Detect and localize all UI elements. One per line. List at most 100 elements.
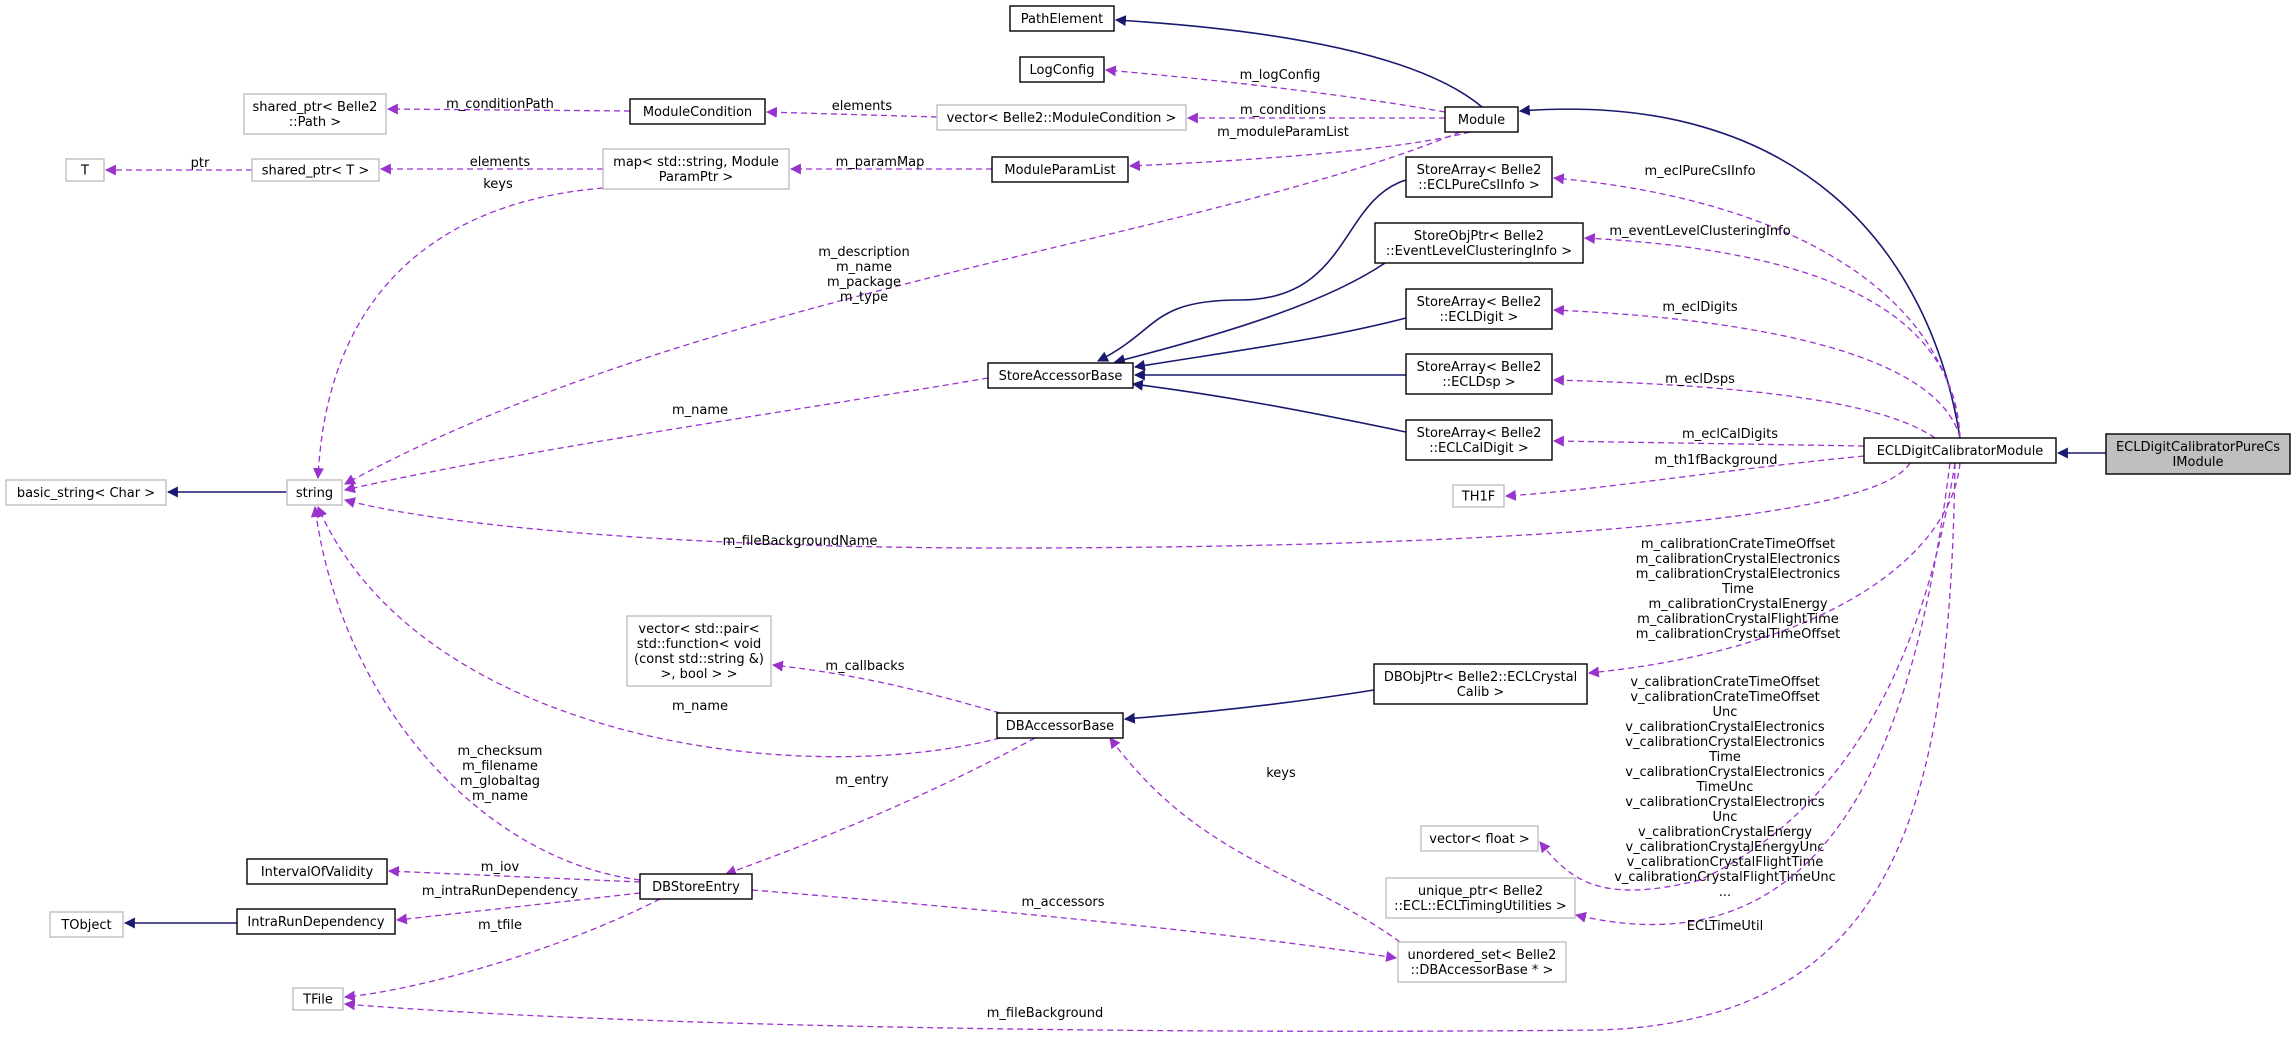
node-interval-of-validity[interactable]: IntervalOfValidity <box>246 858 388 885</box>
edge-pathelement-module <box>1114 15 1483 108</box>
edge-logconfig: m_logConfig <box>1104 65 1446 113</box>
edge-label: m_callbacks <box>825 659 904 674</box>
node-sopevent[interactable]: StoreObjPtr< Belle2::EventLevelClusterin… <box>1374 222 1584 264</box>
node-label: map< std::string, Module <box>613 155 779 170</box>
edge-label: m_description <box>818 245 909 260</box>
usage-arrow <box>765 106 938 118</box>
node-box <box>626 615 772 687</box>
usage-arrow <box>1552 304 1961 439</box>
edge-label: m_eclPureCsIInfo <box>1644 164 1755 179</box>
node-box <box>629 98 766 125</box>
node-log-config[interactable]: LogConfig <box>1019 56 1105 83</box>
inheritance-arrow <box>1518 104 1961 439</box>
usage-arrow <box>1539 462 1956 891</box>
usage-arrow <box>771 660 1001 714</box>
edge-keys-set: keys <box>1109 737 1401 943</box>
node-box <box>1405 288 1553 330</box>
edge-label: v_calibrationCrateTimeOffset <box>1630 675 1819 690</box>
node-label: shared_ptr< Belle2 <box>253 100 378 115</box>
usage-arrow <box>343 377 989 494</box>
node-label: vector< std::pair< <box>638 622 759 637</box>
node-label: StoreObjPtr< Belle2 <box>1414 229 1544 244</box>
node-label: ::EventLevelClusteringInfo > <box>1386 244 1572 259</box>
edge-label: m_calibrationCrystalTimeOffset <box>1636 627 1840 642</box>
node-unordered-set: unordered_set< Belle2::DBAccessorBase * … <box>1397 941 1567 983</box>
edge-label: v_calibrationCrystalElectronics <box>1625 720 1825 735</box>
edge-ecldsps: m_eclDsps <box>1552 372 1936 439</box>
node-label: >, bool > > <box>661 667 738 682</box>
node-box <box>2105 433 2291 475</box>
edge-label: m_eclDsps <box>1665 372 1735 387</box>
edge-label: v_calibrationCrystalEnergyUnc <box>1626 840 1825 855</box>
node-module-param-list[interactable]: ModuleParamList <box>991 156 1129 183</box>
node-module[interactable]: Module <box>1444 106 1519 133</box>
usage-arrow <box>312 187 604 480</box>
edge-label: m_package <box>827 275 901 290</box>
node-sadsp[interactable]: StoreArray< Belle2::ECLDsp > <box>1405 353 1553 395</box>
edge-filebackground: m_fileBackground <box>343 462 1956 1032</box>
node-box <box>1019 56 1105 83</box>
edge-ecldigits: m_eclDigits <box>1552 300 1961 439</box>
edge-label: m_name <box>836 260 892 275</box>
usage-arrow <box>1583 233 1961 439</box>
edge-label: m_calibrationCrystalFlightTime <box>1637 612 1839 627</box>
edge-label: m_fileBackgroundName <box>723 534 878 549</box>
node-intra-run-dependency[interactable]: IntraRunDependency <box>236 908 396 935</box>
node-box <box>1863 437 2057 464</box>
node-tobject: TObject <box>49 911 124 938</box>
node-label: ECLDigitCalibratorModule <box>1877 444 2044 459</box>
node-label: TObject <box>60 918 111 933</box>
node-label: std::function< void <box>637 637 762 652</box>
node-label: vector< float > <box>1429 832 1530 847</box>
node-dbstore-entry[interactable]: DBStoreEntry <box>639 873 753 900</box>
edge-tfile: m_tfile <box>343 898 661 1002</box>
edge-label: m_type <box>840 290 888 305</box>
edge-module-ecl <box>1518 104 1961 439</box>
node-box <box>1009 5 1115 32</box>
node-label: unique_ptr< Belle2 <box>1418 884 1543 899</box>
edge-eclcaldigits: m_eclCalDigits <box>1552 427 1865 447</box>
edge-vcalibration: v_calibrationCrateTimeOffset v_calibratio… <box>1539 462 1956 900</box>
node-box <box>1420 825 1539 852</box>
edge-label: m_name <box>672 699 728 714</box>
usage-arrow <box>316 505 1001 758</box>
edge-label: Time <box>1721 582 1754 597</box>
inheritance-arrow <box>1113 262 1386 365</box>
node-label: ParamPtr > <box>659 170 734 185</box>
node-unique-ptr: unique_ptr< Belle2::ECL::ECLTimingUtilit… <box>1385 877 1576 919</box>
node-label: ::DBAccessorBase * > <box>1411 963 1554 978</box>
node-path-element[interactable]: PathElement <box>1009 5 1115 32</box>
edge-sa-caldigit <box>1131 379 1407 433</box>
usage-arrow <box>1587 462 1961 678</box>
node-label: TH1F <box>1461 490 1495 505</box>
edge-elements-cond: elements <box>765 99 938 118</box>
edge-conditions: m_conditions <box>1186 103 1445 124</box>
node-module-condition[interactable]: ModuleCondition <box>629 98 766 125</box>
edge-accessors: m_accessors <box>751 889 1398 962</box>
edge-label: m_filename <box>462 759 538 774</box>
node-box <box>243 93 387 135</box>
edge-label: v_calibrationCrystalElectronics <box>1625 765 1825 780</box>
node-ecldigit-calibrator-module[interactable]: ECLDigitCalibratorModule <box>1863 437 2057 464</box>
node-store-accessor-base[interactable]: StoreAccessorBase <box>987 362 1134 389</box>
edge-sa-digit <box>1133 317 1407 371</box>
node-sacal-digit[interactable]: StoreArray< Belle2::ECLCalDigit > <box>1405 419 1553 461</box>
node-dbaccessor-base[interactable]: DBAccessorBase <box>996 712 1124 739</box>
edge-label: Unc <box>1713 810 1738 825</box>
node-sapure-cs-i[interactable]: StoreArray< Belle2::ECLPureCsIInfo > <box>1405 156 1553 198</box>
node-box <box>1397 941 1567 983</box>
usage-arrow <box>751 889 1398 962</box>
edge-conditionpath: m_conditionPath <box>386 97 631 115</box>
node-label: ::ECLCalDigit > <box>1429 441 1529 456</box>
edge-label: v_calibrationCrystalFlightTimeUnc <box>1614 870 1836 885</box>
edge-label: m_intraRunDependency <box>422 884 578 899</box>
node-sadigit[interactable]: StoreArray< Belle2::ECLDigit > <box>1405 288 1553 330</box>
edge-label: m_globaltag <box>460 774 540 789</box>
edge-dbobj-dbab <box>1123 689 1375 724</box>
node-label: StoreAccessorBase <box>999 369 1123 384</box>
node-box <box>996 712 1124 739</box>
node-label: IntervalOfValidity <box>261 865 374 880</box>
